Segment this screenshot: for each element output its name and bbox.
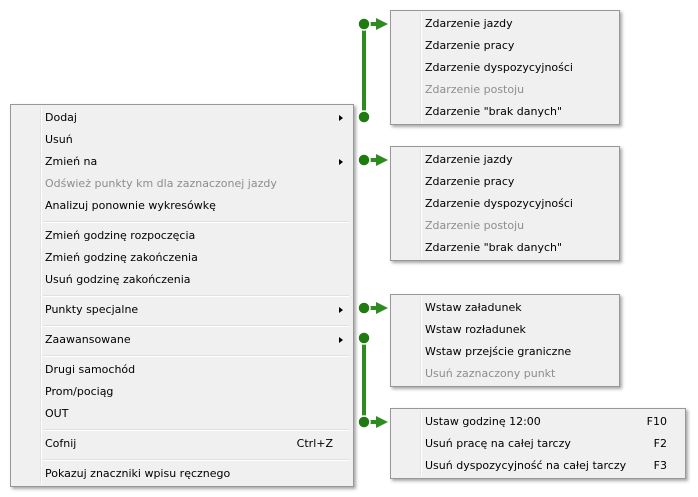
menu-item-shortcut: Ctrl+Z: [296, 437, 333, 450]
submenu-item-zdarzenie-postoju: Zdarzenie postoju: [425, 79, 613, 101]
dot-icon: [357, 110, 371, 124]
submenu-item-zdarzenie-jazdy[interactable]: Zdarzenie jazdy: [425, 13, 613, 35]
dot-icon: [357, 153, 371, 167]
menu-item-label: Zdarzenie dyspozycyjności: [425, 197, 573, 210]
menu-item-usun[interactable]: Usuń: [45, 129, 347, 151]
submenu-zmien-na: Zdarzenie jazdy Zdarzenie pracy Zdarzeni…: [390, 146, 620, 261]
menu-item-usun-godz-zak[interactable]: Usuń godzinę zakończenia: [45, 269, 347, 291]
submenu-item-zdarzenie-dyspozycyjnosci[interactable]: Zdarzenie dyspozycyjności: [425, 57, 613, 79]
menu-item-label: Usuń pracę na całej tarczy: [425, 437, 571, 450]
connector-zmien-na: [357, 153, 388, 167]
submenu-arrow-icon: [339, 307, 343, 313]
menu-item-label: Prom/pociąg: [45, 385, 114, 398]
menu-item-zaawansowane[interactable]: Zaawansowane: [45, 329, 347, 351]
menu-item-shortcut: F3: [653, 459, 667, 472]
menu-item-zmien-godz-zak[interactable]: Zmień godzinę zakończenia: [45, 247, 347, 269]
menu-item-label: Zdarzenie jazdy: [425, 17, 513, 30]
menu-item-label: Wstaw przejście graniczne: [425, 345, 572, 358]
submenu-item-zdarzenie-jazdy[interactable]: Zdarzenie jazdy: [425, 149, 613, 171]
menu-item-analizuj[interactable]: Analizuj ponownie wykresówkę: [45, 195, 347, 217]
arrow-right-icon: [376, 18, 388, 30]
menu-separator: [43, 325, 349, 327]
menu-item-label: Drugi samochód: [45, 363, 136, 376]
submenu-item-wstaw-zaladunek[interactable]: Wstaw załadunek: [425, 297, 613, 319]
submenu-dodaj: Zdarzenie jazdy Zdarzenie pracy Zdarzeni…: [390, 10, 620, 125]
submenu-item-zdarzenie-pracy[interactable]: Zdarzenie pracy: [425, 171, 613, 193]
submenu-item-wstaw-rozladunek[interactable]: Wstaw rozładunek: [425, 319, 613, 341]
menu-item-label: Wstaw rozładunek: [425, 323, 526, 336]
submenu-arrow-icon: [339, 159, 343, 165]
menu-item-label: Zdarzenie pracy: [425, 175, 515, 188]
submenu-arrow-icon: [339, 115, 343, 121]
menu-item-cofnij[interactable]: Cofnij Ctrl+Z: [45, 433, 347, 455]
menu-item-label: Usuń godzinę zakończenia: [45, 273, 191, 286]
submenu-item-zdarzenie-brak-danych[interactable]: Zdarzenie "brak danych": [425, 101, 613, 123]
submenu-item-usun-dyspozycyjnosc[interactable]: Usuń dyspozycyjność na całej tarczy F3: [425, 455, 679, 477]
menu-item-label: Wstaw załadunek: [425, 301, 522, 314]
arrow-right-icon: [376, 302, 388, 314]
submenu-item-zdarzenie-postoju: Zdarzenie postoju: [425, 215, 613, 237]
menu-item-label: Zmień godzinę zakończenia: [45, 251, 198, 264]
menu-separator: [43, 221, 349, 223]
submenu-punkty-specjalne: Wstaw załadunek Wstaw rozładunek Wstaw p…: [390, 294, 620, 387]
menu-item-dodaj[interactable]: Dodaj: [45, 107, 347, 129]
menu-item-punkty-specjalne[interactable]: Punkty specjalne: [45, 299, 347, 321]
menu-item-label: Usuń dyspozycyjność na całej tarczy: [425, 459, 627, 472]
submenu-item-zdarzenie-brak-danych[interactable]: Zdarzenie "brak danych": [425, 237, 613, 259]
arrow-right-icon: [376, 416, 388, 428]
dot-icon: [357, 301, 371, 315]
menu-item-label: OUT: [45, 407, 69, 420]
submenu-item-usun-punkt: Usuń zaznaczony punkt: [425, 363, 613, 385]
connector-dodaj: [357, 17, 388, 124]
menu-separator: [43, 459, 349, 461]
menu-separator: [43, 429, 349, 431]
dot-icon: [357, 415, 371, 429]
connector-zaawansowane: [357, 331, 388, 429]
context-menu: Dodaj Usuń Zmień na Odśwież punkty km dl…: [10, 104, 354, 487]
dot-icon: [357, 17, 371, 31]
menu-separator: [43, 295, 349, 297]
menu-item-out[interactable]: OUT: [45, 403, 347, 425]
menu-item-label: Cofnij: [45, 437, 77, 450]
menu-item-label: Odśwież punkty km dla zaznaczonej jazdy: [45, 177, 277, 190]
connector-punkty-specjalne: [357, 301, 388, 315]
menu-item-label: Zdarzenie postoju: [425, 219, 525, 232]
menu-item-label: Zdarzenie pracy: [425, 39, 515, 52]
menu-item-label: Zdarzenie jazdy: [425, 153, 513, 166]
menu-separator: [43, 355, 349, 357]
menu-item-label: Zdarzenie dyspozycyjności: [425, 61, 573, 74]
menu-item-odswiez-punkty: Odśwież punkty km dla zaznaczonej jazdy: [45, 173, 347, 195]
menu-item-drugi-samochod[interactable]: Drugi samochód: [45, 359, 347, 381]
menu-item-label: Zmień godzinę rozpoczęcia: [45, 229, 196, 242]
menu-item-shortcut: F2: [653, 437, 667, 450]
submenu-arrow-icon: [339, 337, 343, 343]
menu-item-label: Analizuj ponownie wykresówkę: [45, 199, 216, 212]
menu-item-zmien-na[interactable]: Zmień na: [45, 151, 347, 173]
menu-item-label: Zdarzenie "brak danych": [425, 241, 563, 254]
dot-icon: [357, 331, 371, 345]
menu-item-label: Ustaw godzinę 12:00: [425, 415, 541, 428]
menu-item-label: Zaawansowane: [45, 333, 131, 346]
menu-item-label: Punkty specjalne: [45, 303, 139, 316]
submenu-item-ustaw-godzine[interactable]: Ustaw godzinę 12:00 F10: [425, 411, 679, 433]
menu-item-label: Zdarzenie "brak danych": [425, 105, 563, 118]
menu-item-label: Pokazuj znaczniki wpisu ręcznego: [45, 467, 231, 480]
menu-item-prom-pociag[interactable]: Prom/pociąg: [45, 381, 347, 403]
submenu-item-zdarzenie-dyspozycyjnosci[interactable]: Zdarzenie dyspozycyjności: [425, 193, 613, 215]
menu-item-pokazuj-znaczniki[interactable]: Pokazuj znaczniki wpisu ręcznego: [45, 463, 347, 485]
menu-item-label: Zmień na: [45, 155, 98, 168]
menu-item-shortcut: F10: [646, 415, 667, 428]
menu-item-label: Usuń: [45, 133, 73, 146]
submenu-item-usun-prace[interactable]: Usuń pracę na całej tarczy F2: [425, 433, 679, 455]
menu-item-label: Dodaj: [45, 111, 77, 124]
submenu-item-wstaw-przejscie[interactable]: Wstaw przejście graniczne: [425, 341, 613, 363]
submenu-zaawansowane: Ustaw godzinę 12:00 F10 Usuń pracę na ca…: [390, 408, 686, 479]
menu-item-label: Zdarzenie postoju: [425, 83, 525, 96]
submenu-item-zdarzenie-pracy[interactable]: Zdarzenie pracy: [425, 35, 613, 57]
menu-item-label: Usuń zaznaczony punkt: [425, 367, 556, 380]
arrow-right-icon: [376, 154, 388, 166]
menu-item-zmien-godz-rozp[interactable]: Zmień godzinę rozpoczęcia: [45, 225, 347, 247]
